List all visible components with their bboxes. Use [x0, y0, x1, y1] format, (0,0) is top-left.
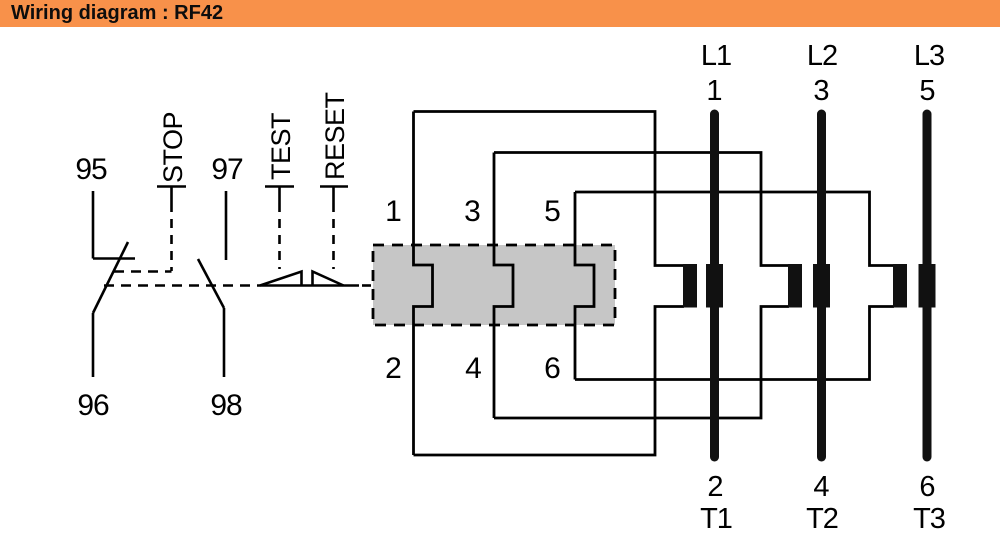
- pole3-bimetal-line: [573, 192, 596, 380]
- no-top-terminal-label: 97: [211, 153, 243, 186]
- trip-linkage: [104, 270, 371, 287]
- heater3-bar: [893, 264, 907, 308]
- reset-button-label: RESET: [320, 92, 350, 180]
- phase-bars: [706, 109, 936, 462]
- phase1-thick-section: [706, 264, 723, 308]
- pole3-bottom-label: 6: [544, 352, 560, 385]
- phase3-out-label: 6: [919, 471, 934, 503]
- header-bar: Wiring diagram : RF42: [0, 0, 1000, 27]
- test-button-label: TEST: [266, 113, 296, 180]
- pole3-heater-loop: [575, 190, 894, 381]
- test-wedge: [259, 269, 303, 287]
- phase2-out-label: 4: [813, 471, 829, 503]
- test-actuator: [259, 185, 303, 287]
- pole1-bottom-label: 2: [385, 352, 401, 385]
- pole3-top-label: 5: [544, 195, 560, 228]
- no-contact-blade: [196, 258, 226, 309]
- no-bottom-terminal-label: 98: [210, 389, 242, 422]
- labels: 95 96 97 98 STOP TEST RESET 1 3 5 2 4 6 …: [75, 40, 946, 535]
- pole1-top-label: 1: [385, 195, 401, 228]
- phase1-t-label: T1: [700, 503, 732, 535]
- phase2-in-label: 3: [813, 75, 828, 107]
- heater-routing-loops: [413, 110, 894, 457]
- pole2-bottom-label: 4: [465, 352, 481, 385]
- phase3-t-label: T3: [913, 503, 945, 535]
- pole2-bimetal-line: [492, 152, 515, 418]
- page-title: Wiring diagram : RF42: [11, 2, 224, 24]
- nc-top-terminal-label: 95: [75, 153, 107, 186]
- pole-conductors: [412, 111, 596, 455]
- phase2-thick-section: [813, 264, 830, 308]
- heater-elements: [683, 264, 907, 308]
- pole1-bimetal-line: [412, 111, 434, 455]
- nc-contact-blade: [91, 241, 130, 314]
- phase3-line-label: L3: [914, 40, 944, 72]
- phase1-out-label: 2: [707, 471, 722, 503]
- stop-button-label: STOP: [158, 112, 188, 183]
- heater2-bar: [788, 264, 802, 308]
- pole2-heater-loop: [494, 151, 789, 420]
- reset-wedge: [311, 269, 345, 287]
- pole2-top-label: 3: [464, 195, 480, 228]
- no-contact-97-98: [196, 191, 228, 377]
- nc-bottom-terminal-label: 96: [77, 389, 109, 422]
- phase3-thick-section: [918, 264, 936, 308]
- phase2-t-label: T2: [806, 503, 838, 535]
- phase3-in-label: 5: [919, 75, 934, 107]
- nc-contact-95-96: [91, 191, 135, 377]
- phase1-in-label: 1: [706, 75, 721, 107]
- reset-actuator: [311, 185, 348, 287]
- phase2-line-label: L2: [807, 40, 837, 72]
- phase1-line-label: L1: [701, 40, 731, 72]
- stop-actuator: [157, 185, 186, 271]
- heater1-bar: [683, 264, 697, 308]
